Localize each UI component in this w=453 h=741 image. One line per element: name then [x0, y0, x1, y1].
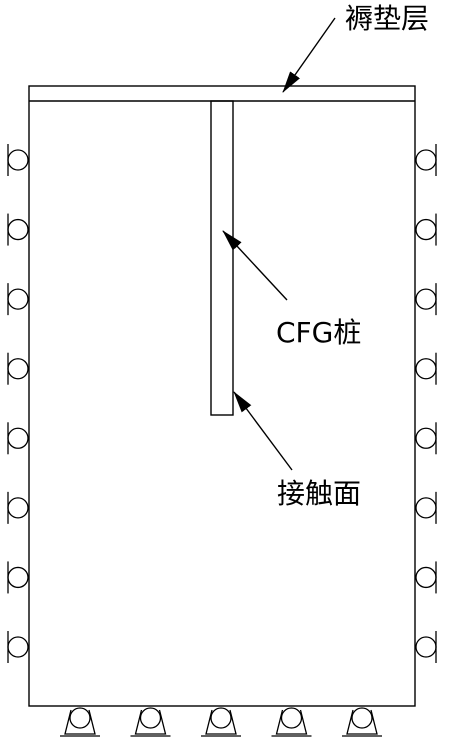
roller-circle: [415, 358, 437, 380]
bottom-pin-supports: [60, 707, 382, 737]
roller-circle: [7, 497, 29, 519]
right-roller-supports: [415, 144, 437, 663]
left-roller-support: [7, 144, 29, 176]
roller-circle: [7, 288, 29, 310]
right-roller-support: [415, 144, 437, 176]
roller-circle: [415, 218, 437, 241]
right-roller-support: [415, 213, 437, 246]
contact-surface-label: 接触面: [277, 477, 361, 510]
pin-circle: [210, 707, 232, 729]
left-roller-support: [7, 491, 29, 524]
pin-base: [64, 709, 96, 735]
bottom-pin-support: [342, 707, 382, 737]
roller-circle: [415, 497, 437, 519]
cfg-pile: [210, 100, 234, 416]
cushion-layer-arrow: [282, 17, 336, 93]
left-roller-support: [7, 631, 29, 663]
right-roller-support: [415, 561, 437, 594]
left-roller-support: [7, 213, 29, 246]
right-roller-support: [415, 283, 437, 316]
left-roller-support: [7, 422, 29, 455]
right-roller-support: [415, 422, 437, 455]
left-roller-support: [7, 283, 29, 316]
roller-circle: [7, 566, 29, 589]
roller-circle: [415, 149, 437, 171]
left-roller-supports: [7, 144, 29, 663]
roller-circle: [415, 566, 437, 589]
roller-circle: [7, 636, 29, 658]
right-roller-support: [415, 631, 437, 663]
roller-circle: [7, 427, 29, 449]
right-roller-support: [415, 491, 437, 524]
cfg-pile-label: CFG桩: [276, 316, 361, 349]
pin-circle: [351, 707, 373, 729]
soil-domain: [28, 85, 416, 707]
pin-base: [346, 709, 378, 735]
roller-circle: [7, 358, 29, 380]
pin-circle: [139, 707, 162, 729]
cushion-layer-label: 褥垫层: [345, 2, 429, 35]
pin-base: [275, 709, 308, 735]
pin-circle: [280, 707, 303, 729]
roller-circle: [7, 149, 29, 171]
roller-circle: [415, 288, 437, 310]
roller-circle: [415, 636, 437, 658]
pin-base: [134, 709, 167, 735]
left-roller-support: [7, 561, 29, 594]
right-roller-support: [415, 352, 437, 385]
bottom-pin-support: [201, 707, 241, 737]
bottom-pin-support: [60, 707, 100, 737]
bottom-pin-support: [130, 707, 171, 737]
left-roller-support: [7, 352, 29, 385]
cfg-pile-arrow: [222, 230, 288, 301]
pin-circle: [69, 707, 91, 729]
bottom-pin-support: [271, 707, 312, 737]
pin-base: [205, 709, 237, 735]
contact-surface-arrow: [233, 391, 293, 471]
roller-circle: [415, 427, 437, 449]
roller-circle: [7, 218, 29, 241]
